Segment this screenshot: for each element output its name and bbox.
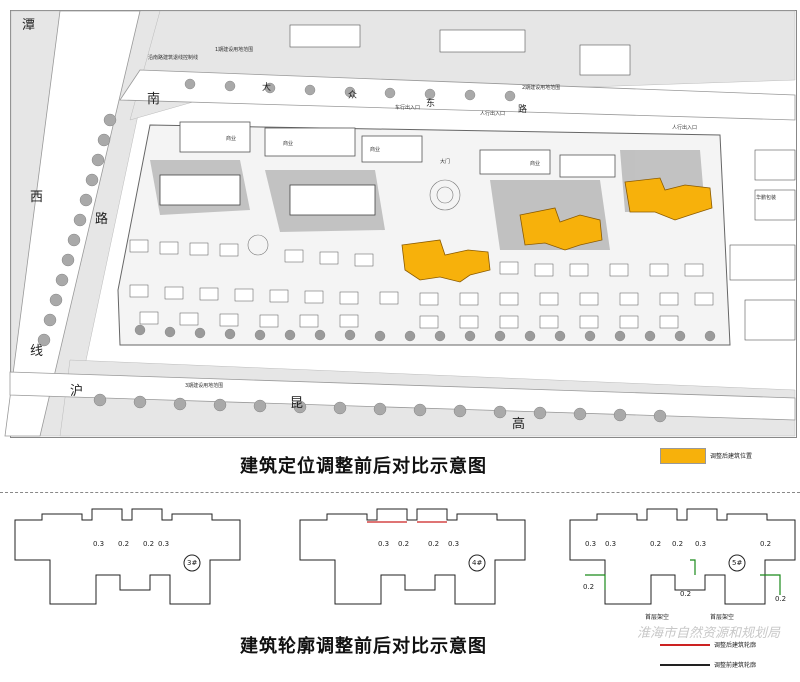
note-ground-b: 首层架空 [710, 614, 735, 621]
shop-label-3: 商业 [370, 147, 381, 153]
building-3-label: 3# [187, 559, 198, 567]
dim-3-a: 0.3 [93, 540, 105, 548]
road-char: 路 [518, 105, 528, 115]
land-label-2: 2期建设用地范围 [522, 85, 561, 91]
entry-label-c: 人行出入口 [480, 111, 506, 117]
original-buildings [159, 174, 376, 216]
adjusted-buildings [401, 177, 713, 283]
road-char: 众 [348, 91, 358, 101]
entry-label-b: 车行出入口 [395, 105, 421, 111]
tree-rows [37, 78, 667, 423]
gate-label: 大门 [440, 159, 451, 165]
dim-3-c: 0.2 [143, 540, 155, 548]
legend-line-adjusted [660, 644, 710, 646]
villas [129, 239, 714, 329]
shop-label-1: 商业 [226, 136, 237, 142]
building-5-label: 5# [732, 559, 743, 567]
land-label-3: 3期建设用地范围 [185, 383, 224, 389]
side-dim-5-c: 0.2 [775, 595, 787, 603]
road-char: 昆 [290, 396, 304, 411]
title-bottom: 建筑轮廓调整前后对比示意图 [240, 636, 487, 657]
dim-4-d: 0.3 [448, 540, 460, 548]
road-char: 南 [147, 92, 161, 107]
building-4-label: 4# [472, 559, 483, 567]
legend-swatch-adjusted [660, 448, 706, 464]
entry-label-a: 人行出入口 [672, 125, 698, 131]
road-char: 东 [426, 99, 436, 109]
legend-label-adjusted-outline: 调整后建筑轮廓 [714, 642, 757, 649]
divider [0, 492, 800, 493]
road-char: 路 [95, 212, 109, 227]
watermark: 淮海市自然资源和规划局 [637, 626, 781, 641]
dim-3-d: 0.3 [158, 540, 170, 548]
road-char: 高 [512, 417, 526, 432]
side-dim-5-a: 0.2 [583, 583, 595, 591]
outline-3 [14, 508, 241, 605]
road-char: 西 [30, 190, 44, 205]
dim-5-c: 0.2 [650, 540, 662, 548]
dim-5-a: 0.3 [585, 540, 597, 548]
road-char: 潭 [22, 18, 36, 33]
legend-label-original-outline: 调整前建筑轮廓 [714, 662, 757, 669]
shop-label-4: 商业 [530, 161, 541, 167]
side-dim-5-b: 0.2 [680, 590, 692, 598]
dim-5-e: 0.3 [695, 540, 707, 548]
factory-label: 华鹏包装 [756, 195, 777, 201]
road-char: 沪 [70, 384, 84, 399]
legend-label-adjusted: 调整后建筑位置 [710, 453, 753, 460]
shops [179, 121, 616, 178]
road-char: 线 [30, 344, 44, 359]
dim-4-a: 0.3 [378, 540, 390, 548]
note-ground-a: 首层架空 [645, 614, 670, 621]
dim-4-c: 0.2 [428, 540, 440, 548]
setback-label: 沿南路建筑退线控制线 [148, 55, 199, 61]
outline-5 [569, 508, 796, 605]
shop-label-2: 商业 [283, 141, 294, 147]
land-label-1: 1期建设用地范围 [215, 47, 254, 53]
dim-5-d: 0.2 [672, 540, 684, 548]
legend-line-original [660, 664, 710, 666]
title-top: 建筑定位调整前后对比示意图 [240, 456, 487, 477]
road-char: 大 [262, 83, 272, 93]
dim-5-b: 0.3 [605, 540, 617, 548]
dim-4-b: 0.2 [398, 540, 410, 548]
dim-3-b: 0.2 [118, 540, 130, 548]
dim-5-f: 0.2 [760, 540, 772, 548]
outline-4 [299, 508, 526, 605]
